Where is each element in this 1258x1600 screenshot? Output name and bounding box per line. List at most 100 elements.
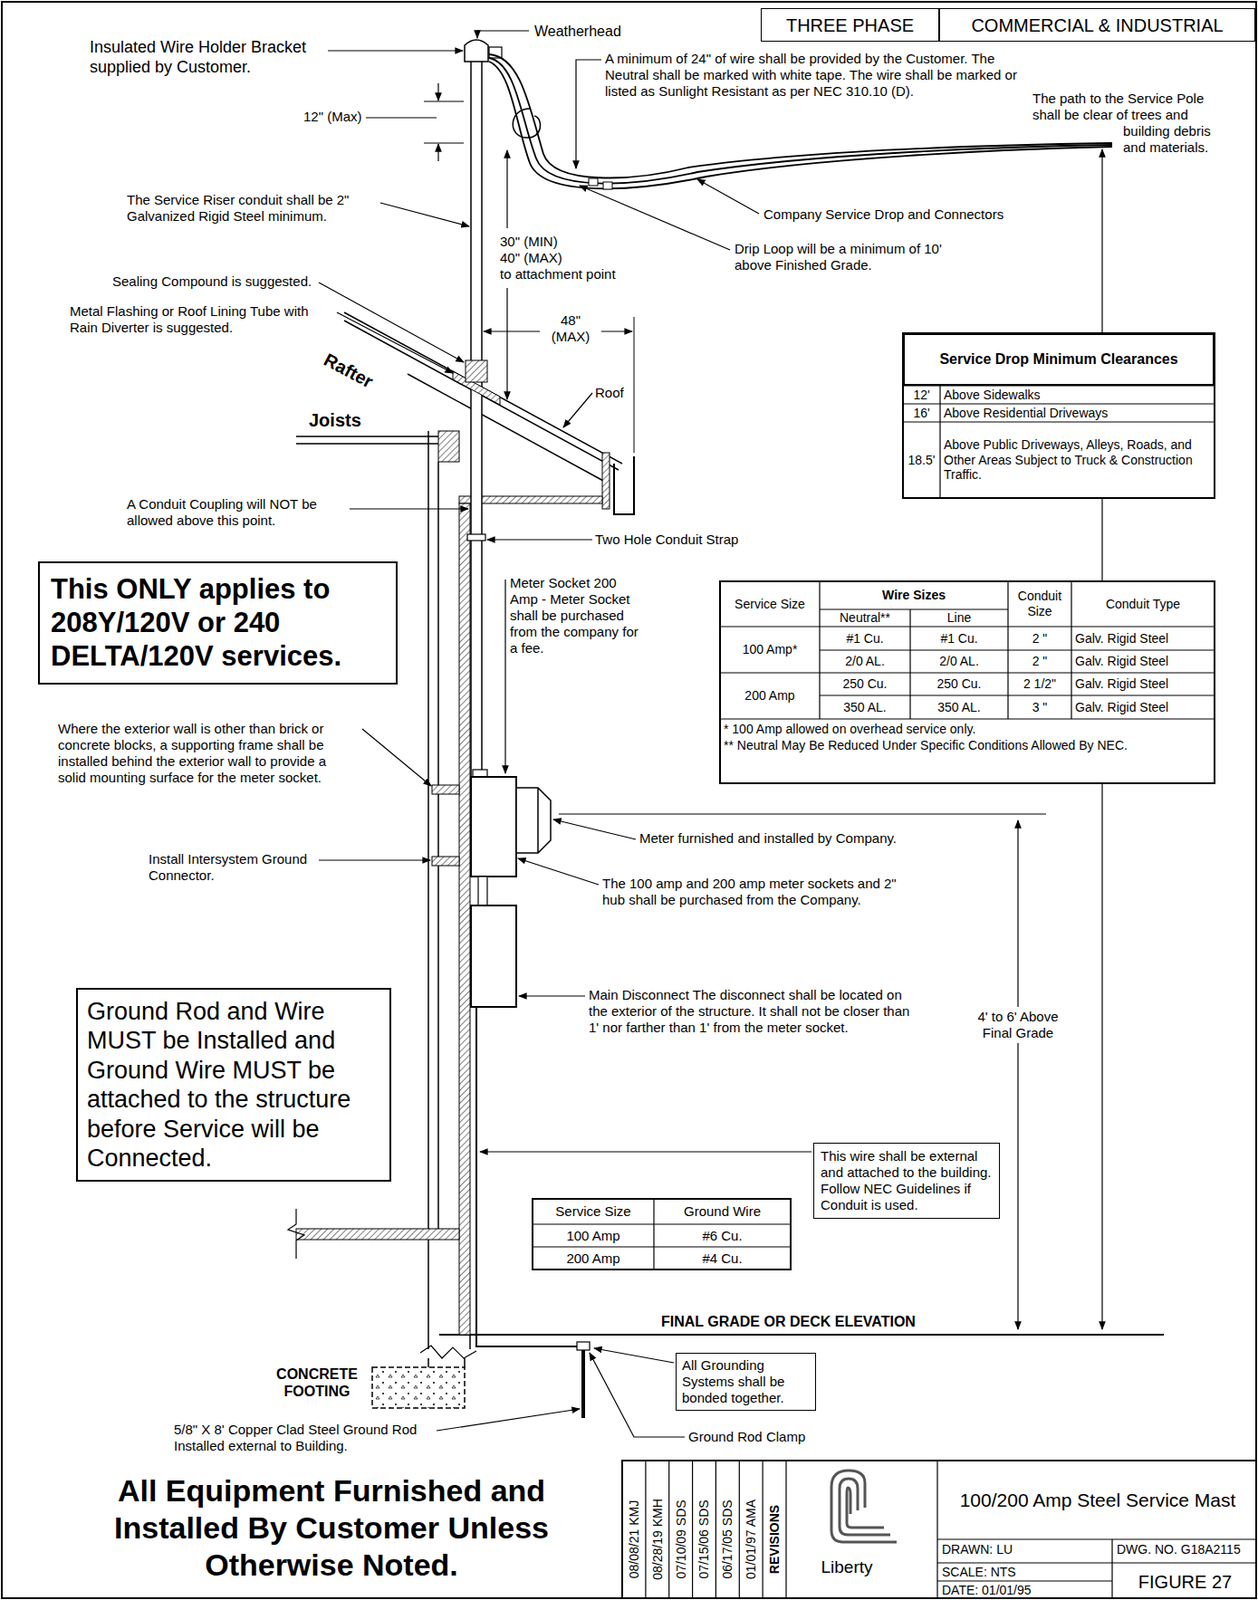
table-grid	[902, 385, 1215, 499]
callout-box: Ground Rod and Wire MUST be Installed an…	[76, 988, 392, 1182]
leader-line	[487, 538, 593, 540]
table-cell: 2/0 AL.	[910, 650, 1009, 673]
leader-line	[553, 819, 636, 840]
leader-line	[477, 30, 529, 39]
roof-boot	[465, 360, 488, 383]
title-block-text: Liberty	[815, 1557, 879, 1579]
ground-rod-clamp	[576, 1342, 590, 1351]
leader-line	[349, 508, 469, 509]
callout-text: Meter Socket 200 Amp - Meter Socket shal…	[509, 575, 646, 657]
leader-line	[576, 59, 602, 169]
callout-box: This ONLY applies to 208Y/120V or 240 DE…	[38, 561, 398, 685]
callout-text: Metal Flashing or Roof Lining Tube with …	[69, 303, 337, 337]
title-block-text: 07/10/09 SDS	[671, 1471, 692, 1600]
table-cell: 250 Cu.	[910, 672, 1009, 696]
callout-text: The Service Riser conduit shall be 2" Ga…	[126, 192, 376, 225]
title-block-text: 100/200 Amp Steel Service Mast	[937, 1460, 1258, 1540]
title-block-text: DWG. NO. G18A2115	[1116, 1542, 1241, 1558]
grade-line	[439, 1334, 1164, 1336]
logo-stroke	[839, 1478, 891, 1536]
ground-rod	[581, 1344, 586, 1419]
table-cell: 2/0 AL.	[819, 650, 911, 673]
title-block-text: 08/08/21 KMJ	[624, 1471, 644, 1600]
floor	[296, 1229, 460, 1240]
table-cell: 200 Amp	[720, 672, 820, 720]
table-grid	[720, 581, 1215, 720]
leader-line	[518, 995, 586, 997]
table-cell: 3 "	[1008, 695, 1072, 720]
callout-text: Weatherhead	[534, 22, 622, 40]
table-cell: 2 1/2"	[1008, 672, 1072, 696]
dimension-arrow	[601, 330, 633, 332]
callout-text: Install Intersystem Ground Connector.	[148, 851, 357, 884]
callout-text: A minimum of 24" of wire shall be provid…	[604, 50, 1018, 100]
callout-text: All Equipment Furnished and Installed By…	[86, 1472, 577, 1584]
callout-text: Joists	[308, 409, 362, 432]
dimension-label: to attachment point	[499, 266, 616, 283]
break-line	[288, 1209, 305, 1259]
table-cell: Above Residential Driveways	[940, 403, 1215, 423]
leader-line	[480, 1151, 812, 1153]
logo	[831, 1470, 897, 1543]
leader-line	[365, 116, 437, 118]
table-cell: 200 Amp	[532, 1247, 654, 1270]
dimension-arrow	[437, 144, 439, 162]
dimension-line	[1017, 820, 1018, 1330]
dimension-label: 48" (MAX)	[543, 312, 598, 346]
wrap-spacer	[1032, 124, 1124, 233]
callout-text: Sealing Compound is suggested.	[112, 273, 312, 290]
title-block-text: SCALE: NTS	[941, 1565, 1017, 1581]
table-cell: Service Size	[720, 581, 820, 627]
callout-text: 5/8" X 8' Copper Clad Steel Ground Rod I…	[173, 1421, 446, 1455]
callout-text: Ground Rod Clamp	[688, 1429, 806, 1446]
title-block-text: FIGURE 27	[1112, 1563, 1258, 1600]
table-cell: Galv. Rigid Steel	[1071, 626, 1215, 651]
table-cell: 18.5'	[902, 422, 941, 499]
callout-text: A Conduit Coupling will NOT be allowed a…	[126, 496, 345, 529]
table-cell: 350 AL.	[819, 695, 911, 720]
leader-line	[318, 859, 431, 861]
callout-text: Insulated Wire Holder Bracket supplied b…	[89, 38, 362, 77]
table-cell: Galv. Rigid Steel	[1071, 650, 1215, 673]
table-cell: 350 AL.	[910, 695, 1009, 720]
dimension-arrow	[506, 150, 508, 229]
box-text: Ground Rod and Wire MUST be Installed an…	[86, 997, 381, 1173]
table-cell: 16'	[902, 403, 941, 423]
title-block-text: 08/28/19 KMH	[647, 1471, 668, 1600]
box-text: All Grounding Systems shall be bonded to…	[681, 1357, 810, 1407]
leader-line	[563, 393, 593, 428]
callout-text: Two Hole Conduit Strap	[595, 531, 739, 548]
conduit-strap	[467, 534, 486, 541]
foundation-wall	[428, 1239, 471, 1350]
table-cell: 250 Cu.	[819, 672, 911, 696]
extension-line	[558, 813, 1047, 815]
callout-text: Rafter	[320, 348, 377, 393]
table-cell: Conduit Type	[1071, 581, 1215, 627]
leader-line	[697, 179, 759, 214]
table-heading: Service Drop Minimum Clearances	[902, 333, 1215, 386]
box-text: This wire shall be external and attached…	[820, 1148, 993, 1214]
dimension-label: 40" (MAX)	[499, 249, 563, 267]
meter-socket	[470, 777, 517, 877]
extension-line	[423, 101, 464, 144]
ground-wire	[476, 1007, 584, 1347]
callout-box: COMMERCIAL & INDUSTRIAL	[939, 8, 1256, 42]
leader-line	[594, 1348, 674, 1364]
table-cell: #4 Cu.	[653, 1247, 791, 1270]
wall-stud	[428, 431, 439, 1230]
concrete-footing	[372, 1367, 465, 1409]
connector	[603, 182, 613, 190]
rafter-line	[407, 374, 605, 482]
top-plate	[438, 431, 460, 462]
table-cell: Galv. Rigid Steel	[1071, 695, 1215, 720]
joist	[296, 436, 439, 444]
table-grid	[532, 1199, 791, 1270]
callout-text: Roof	[595, 384, 625, 402]
table-cell: Above Public Driveways, Alleys, Roads, a…	[940, 422, 1215, 499]
table-cell: Ground Wire	[653, 1199, 791, 1225]
title-block-text: 06/17/05 SDS	[717, 1471, 738, 1600]
table-cell: Galv. Rigid Steel	[1071, 672, 1215, 696]
